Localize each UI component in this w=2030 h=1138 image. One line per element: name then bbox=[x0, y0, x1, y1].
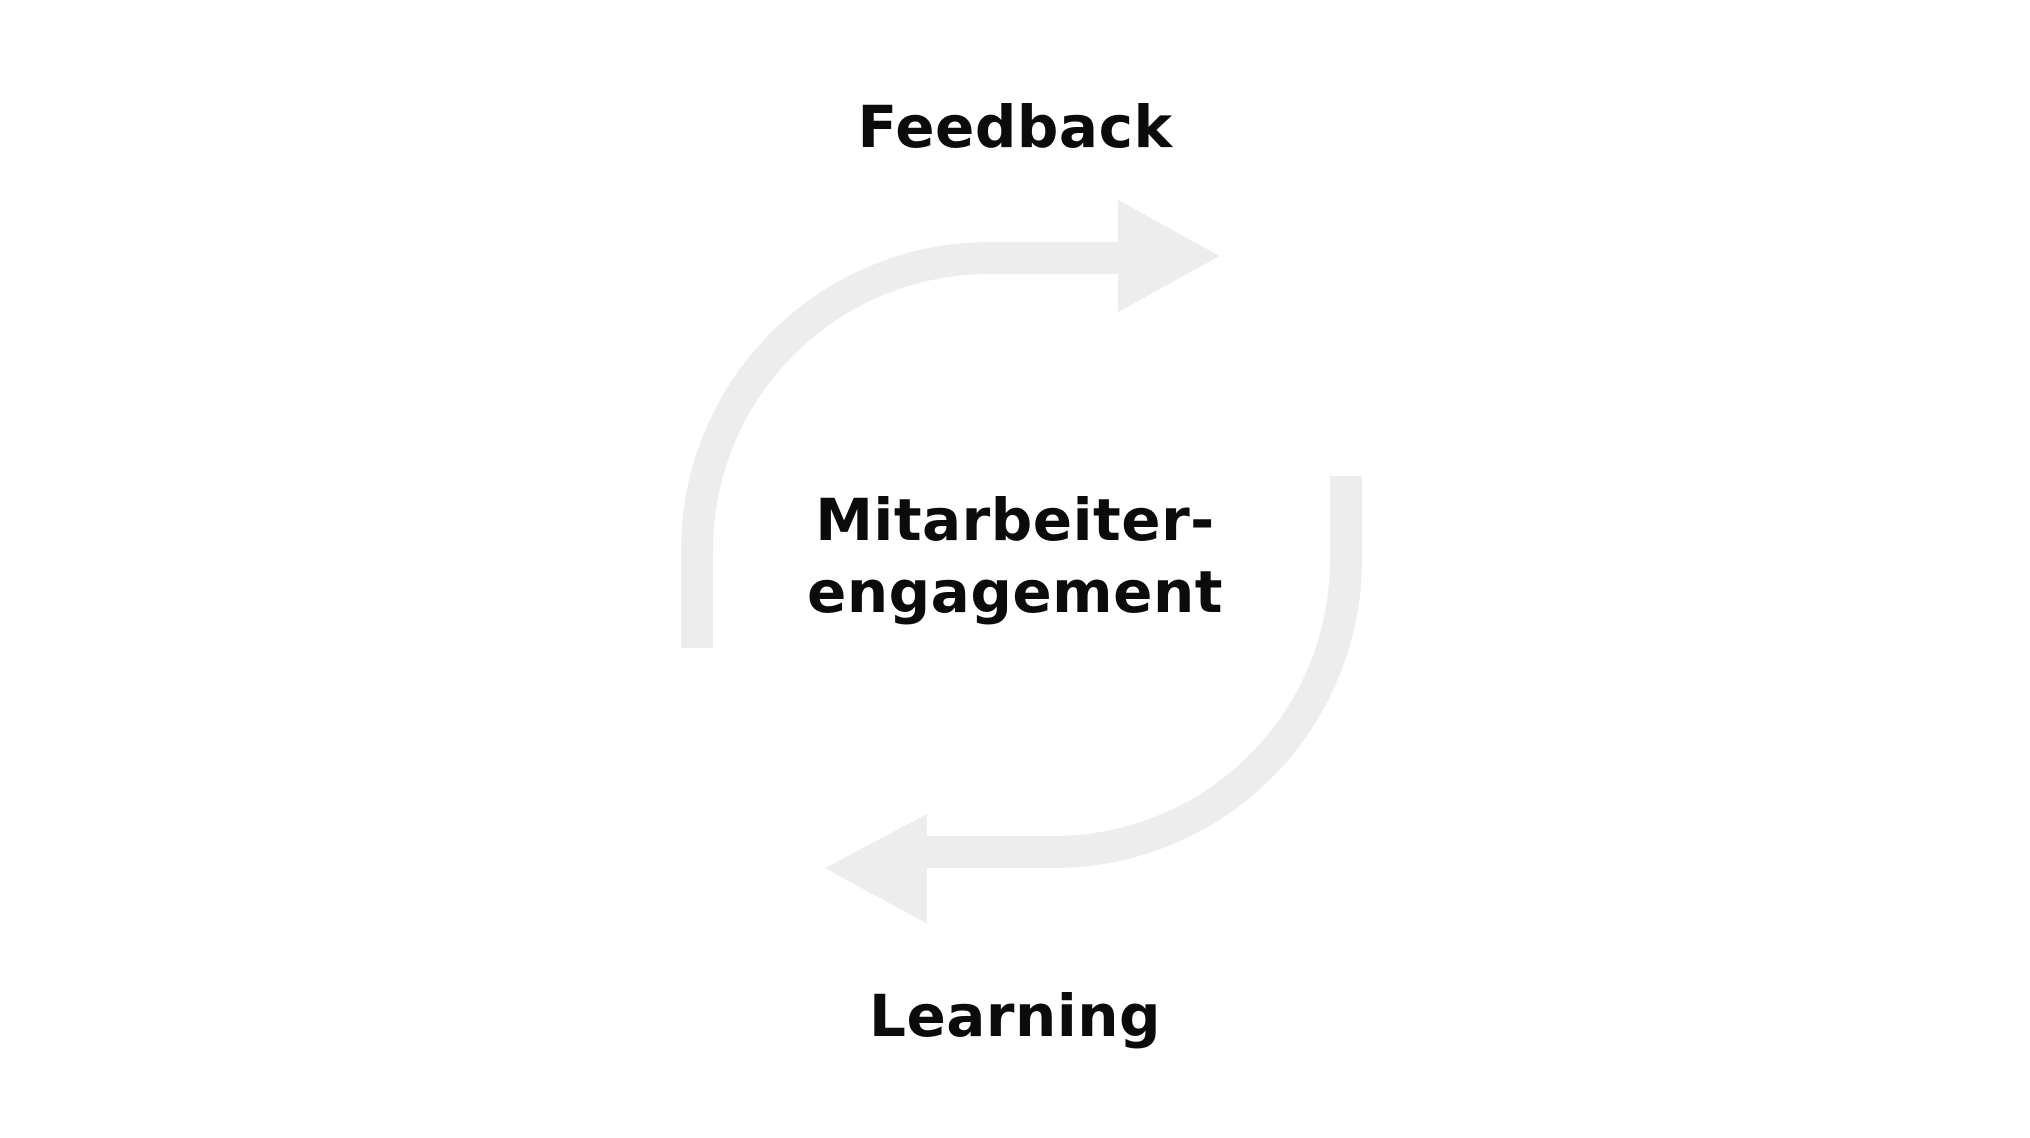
bottom-arrow-head bbox=[825, 814, 927, 924]
curved-arrow-left-icon bbox=[825, 476, 1362, 924]
feedback-text: Feedback bbox=[857, 93, 1173, 161]
feedback-label: Feedback bbox=[0, 91, 2030, 163]
curved-arrow-right-icon bbox=[681, 200, 1220, 648]
learning-label: Learning bbox=[0, 980, 2030, 1052]
center-text-line1: Mitarbeiter- bbox=[815, 486, 1215, 554]
learning-text: Learning bbox=[868, 982, 1162, 1050]
center-label: Mitarbeiter- engagement bbox=[0, 484, 2030, 628]
top-arrow-shaft bbox=[681, 242, 1120, 648]
top-arrow-head bbox=[1118, 200, 1220, 312]
bottom-arrow-shaft bbox=[925, 476, 1362, 868]
center-text-line2: engagement bbox=[807, 558, 1223, 626]
